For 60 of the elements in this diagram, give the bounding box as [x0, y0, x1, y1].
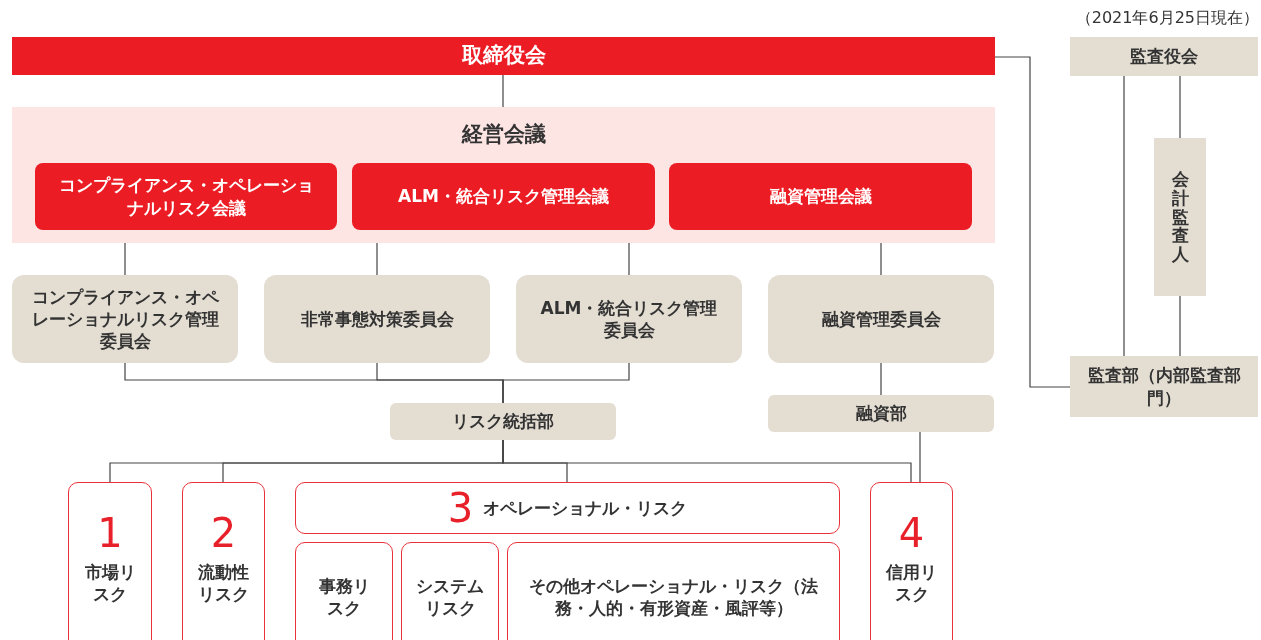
connector-line — [919, 431, 921, 483]
node-label: 監査部（内部監査部門） — [1086, 364, 1242, 409]
committee-box — [12, 275, 238, 363]
connector-line — [124, 242, 126, 276]
connector-line — [880, 242, 882, 276]
node-label: コンプライアンス・オペレーショナルリスク管理委員会 — [30, 285, 220, 353]
risk-category-box — [870, 482, 953, 640]
connector-line — [1179, 75, 1181, 139]
auditor-box — [1154, 138, 1206, 296]
committee-box — [516, 275, 742, 363]
department-box — [1070, 356, 1258, 417]
node-label: 非常事態対策委員会 — [300, 307, 454, 331]
category-number: 3 — [447, 486, 474, 530]
node-label: リスク統括部 — [452, 410, 554, 433]
node-label: 融資管理委員会 — [821, 307, 941, 331]
meeting-band — [12, 107, 995, 243]
connector-line — [376, 242, 378, 276]
committee-box — [768, 275, 994, 363]
node-label: ALM・統合リスク管理委員会 — [539, 296, 719, 342]
node-label: システムリスク — [415, 574, 485, 620]
connector-line — [628, 242, 630, 276]
node-label: 融資部 — [855, 402, 907, 425]
meeting-box — [352, 163, 655, 230]
risk-category-box — [507, 542, 840, 640]
category-number: 4 — [898, 511, 925, 555]
node-label: 会計監査人 — [1171, 170, 1189, 264]
meeting-box — [35, 163, 337, 230]
node-label: 取締役会 — [461, 42, 546, 70]
risk-category-box — [182, 482, 265, 640]
meeting-box — [669, 163, 972, 230]
node-label: 流動性リスク — [197, 561, 250, 606]
category-number: 2 — [210, 511, 237, 555]
node-label: 経営会議 — [461, 121, 546, 148]
node-label: 事務リスク — [318, 574, 370, 620]
node-label: 信用リスク — [885, 561, 938, 606]
department-box — [768, 395, 994, 432]
connector-line — [502, 439, 912, 483]
date-note: （2021年6月25日現在） — [1075, 8, 1259, 29]
category-number: 1 — [97, 511, 123, 555]
node-label: オペレーショナル・リスク — [483, 496, 688, 520]
committee-box — [264, 275, 490, 363]
node-label: 市場リスク — [84, 561, 136, 606]
risk-category-box — [68, 482, 152, 640]
node-label: コンプライアンス・オペレーショナルリスク会議 — [57, 174, 315, 219]
department-box — [390, 403, 616, 440]
connector-line — [502, 74, 504, 108]
node-label: 監査役会 — [1130, 45, 1198, 68]
risk-category-box — [401, 542, 499, 640]
node-label: その他オペレーショナル・リスク（法務・人的・有形資産・風評等） — [528, 574, 819, 620]
risk-category-box — [295, 542, 393, 640]
board-bar — [12, 37, 995, 75]
connector-line — [502, 362, 630, 404]
board-box — [1070, 37, 1258, 76]
connector-line — [880, 362, 882, 396]
node-label: ALM・統合リスク管理会議 — [398, 185, 609, 208]
risk-category-box — [295, 482, 840, 534]
connector-line — [1179, 295, 1181, 357]
connector-line — [994, 56, 1071, 388]
connector-line — [1123, 75, 1125, 357]
node-label: 融資管理会議 — [769, 185, 872, 208]
